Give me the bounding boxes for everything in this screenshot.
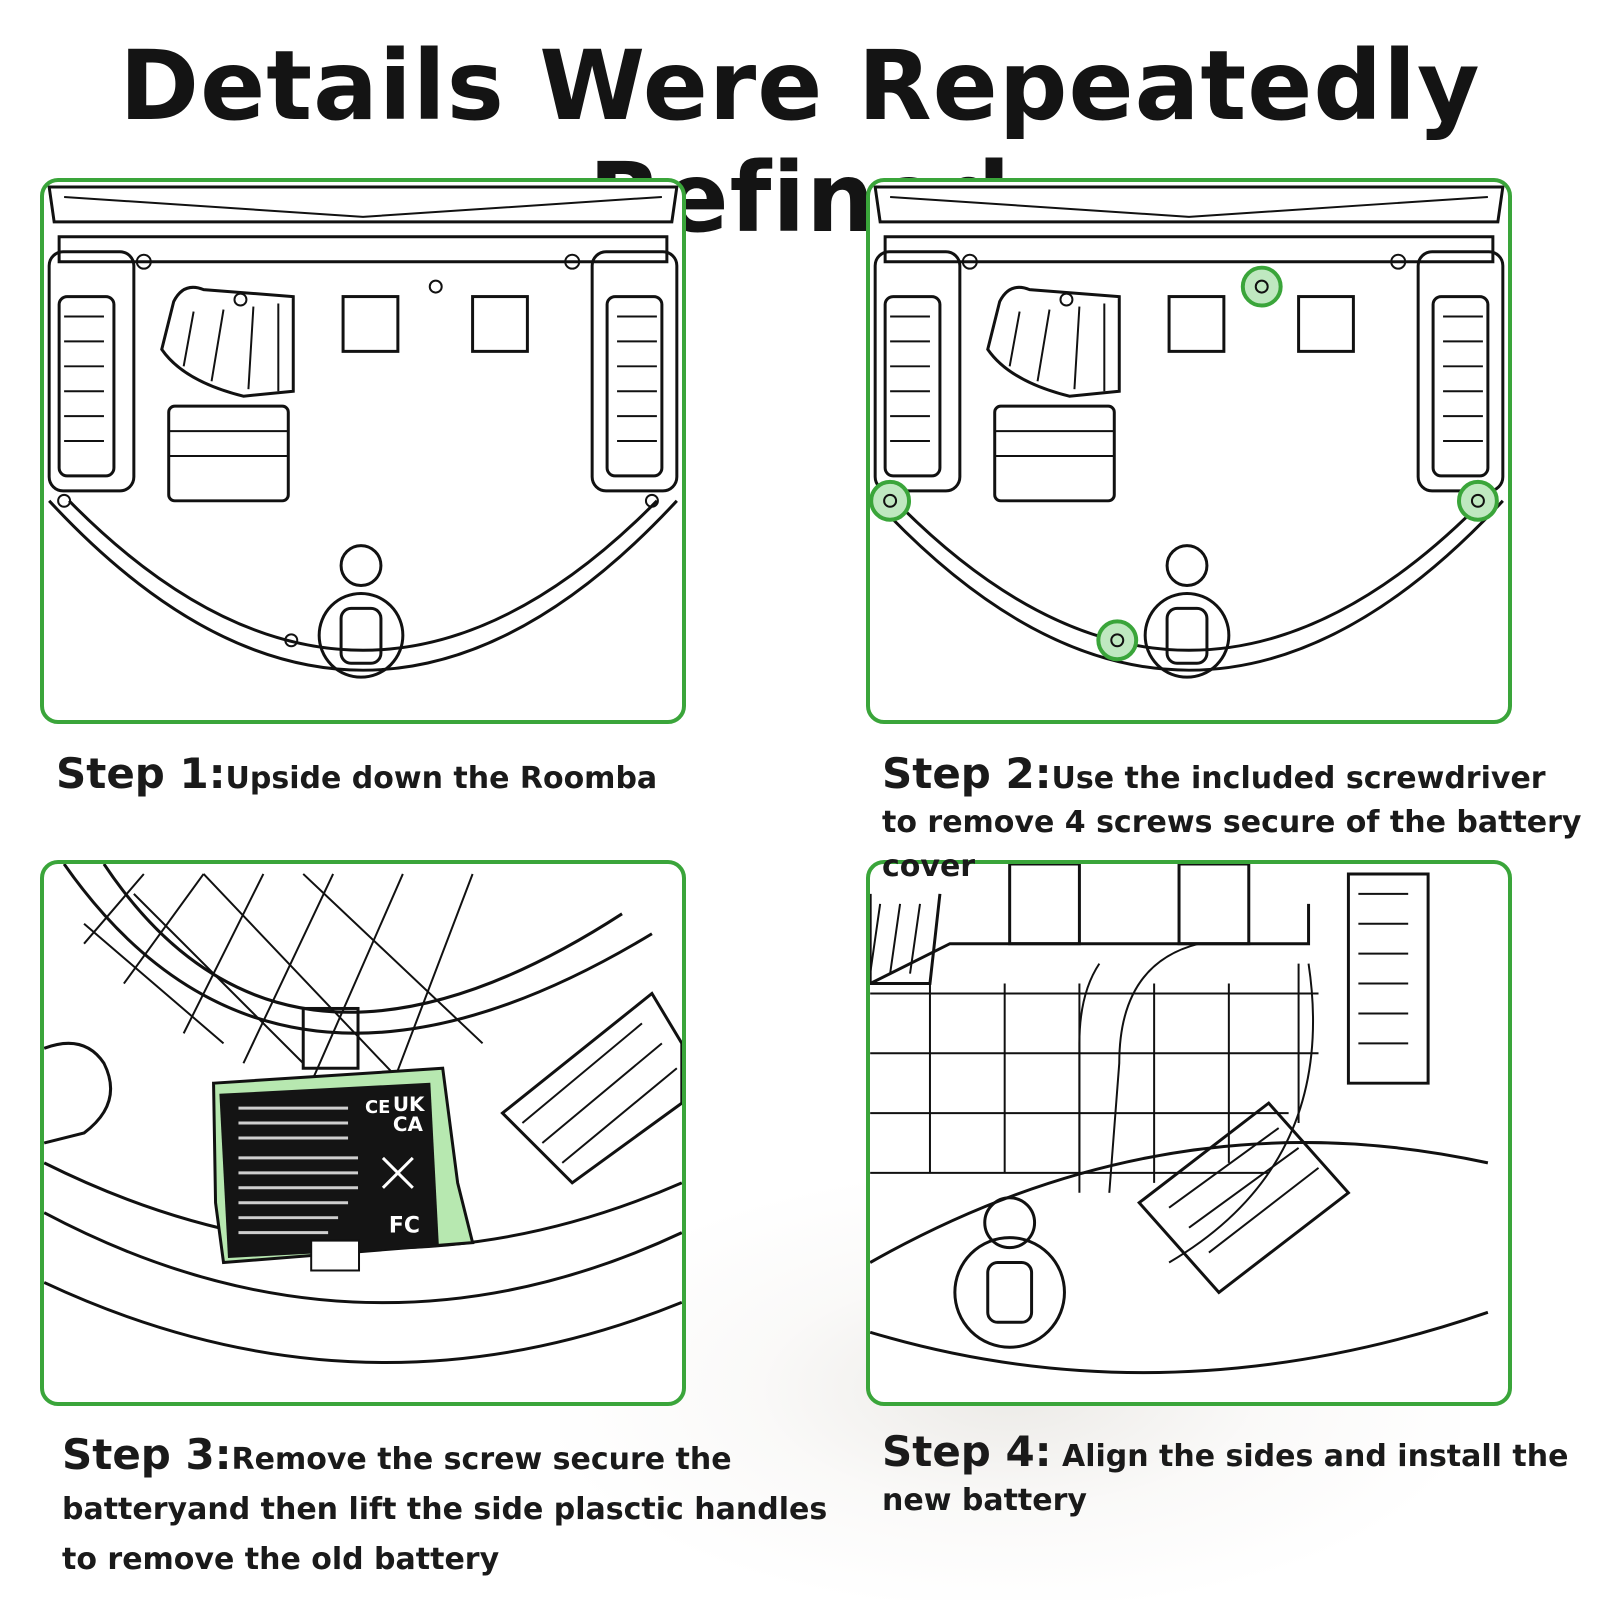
highlighted-screw bbox=[1457, 479, 1499, 522]
fcc-mark: FC bbox=[389, 1214, 420, 1239]
step-1-caption: Step 1:Upside down the Roomba bbox=[56, 752, 816, 801]
roomba-screws-drawing bbox=[870, 185, 1505, 679]
step-2-illustration bbox=[866, 178, 1512, 724]
step-2-text: Use the included screwdriver to remove 4… bbox=[882, 761, 1582, 884]
step-3-illustration: CE UK CA FC bbox=[40, 860, 686, 1406]
step-4-label: Step 4: bbox=[882, 1427, 1052, 1476]
step-1-text: Upside down the Roomba bbox=[225, 761, 658, 796]
battery-removal-drawing: CE UK CA FC bbox=[44, 864, 682, 1364]
battery: CE UK CA FC bbox=[212, 1066, 475, 1272]
step-4-illustration bbox=[866, 860, 1512, 1406]
step-3-text: Remove the screw secure the batteryand t… bbox=[62, 1442, 828, 1577]
battery-install-drawing bbox=[870, 864, 1489, 1375]
step-4-text: Align the sides and install the new batt… bbox=[882, 1439, 1569, 1518]
highlighted-screw bbox=[870, 479, 912, 522]
highlighted-screw bbox=[1096, 619, 1139, 662]
step-3-caption: Step 3:Remove the screw secure the batte… bbox=[62, 1430, 862, 1585]
step-2-label: Step 2: bbox=[882, 749, 1052, 798]
step-4-caption: Step 4: Align the sides and install the … bbox=[882, 1430, 1582, 1523]
step-1-illustration bbox=[40, 178, 686, 724]
uk-mark: UK bbox=[393, 1093, 426, 1116]
step-2-caption: Step 2:Use the included screwdriver to r… bbox=[882, 752, 1582, 889]
ce-mark: CE bbox=[365, 1097, 390, 1118]
step-1-label: Step 1: bbox=[56, 749, 226, 798]
highlighted-screw bbox=[1240, 265, 1283, 308]
step-3-label: Step 3: bbox=[62, 1430, 232, 1479]
ca-mark: CA bbox=[393, 1113, 424, 1136]
roomba-underside-drawing bbox=[47, 185, 679, 679]
